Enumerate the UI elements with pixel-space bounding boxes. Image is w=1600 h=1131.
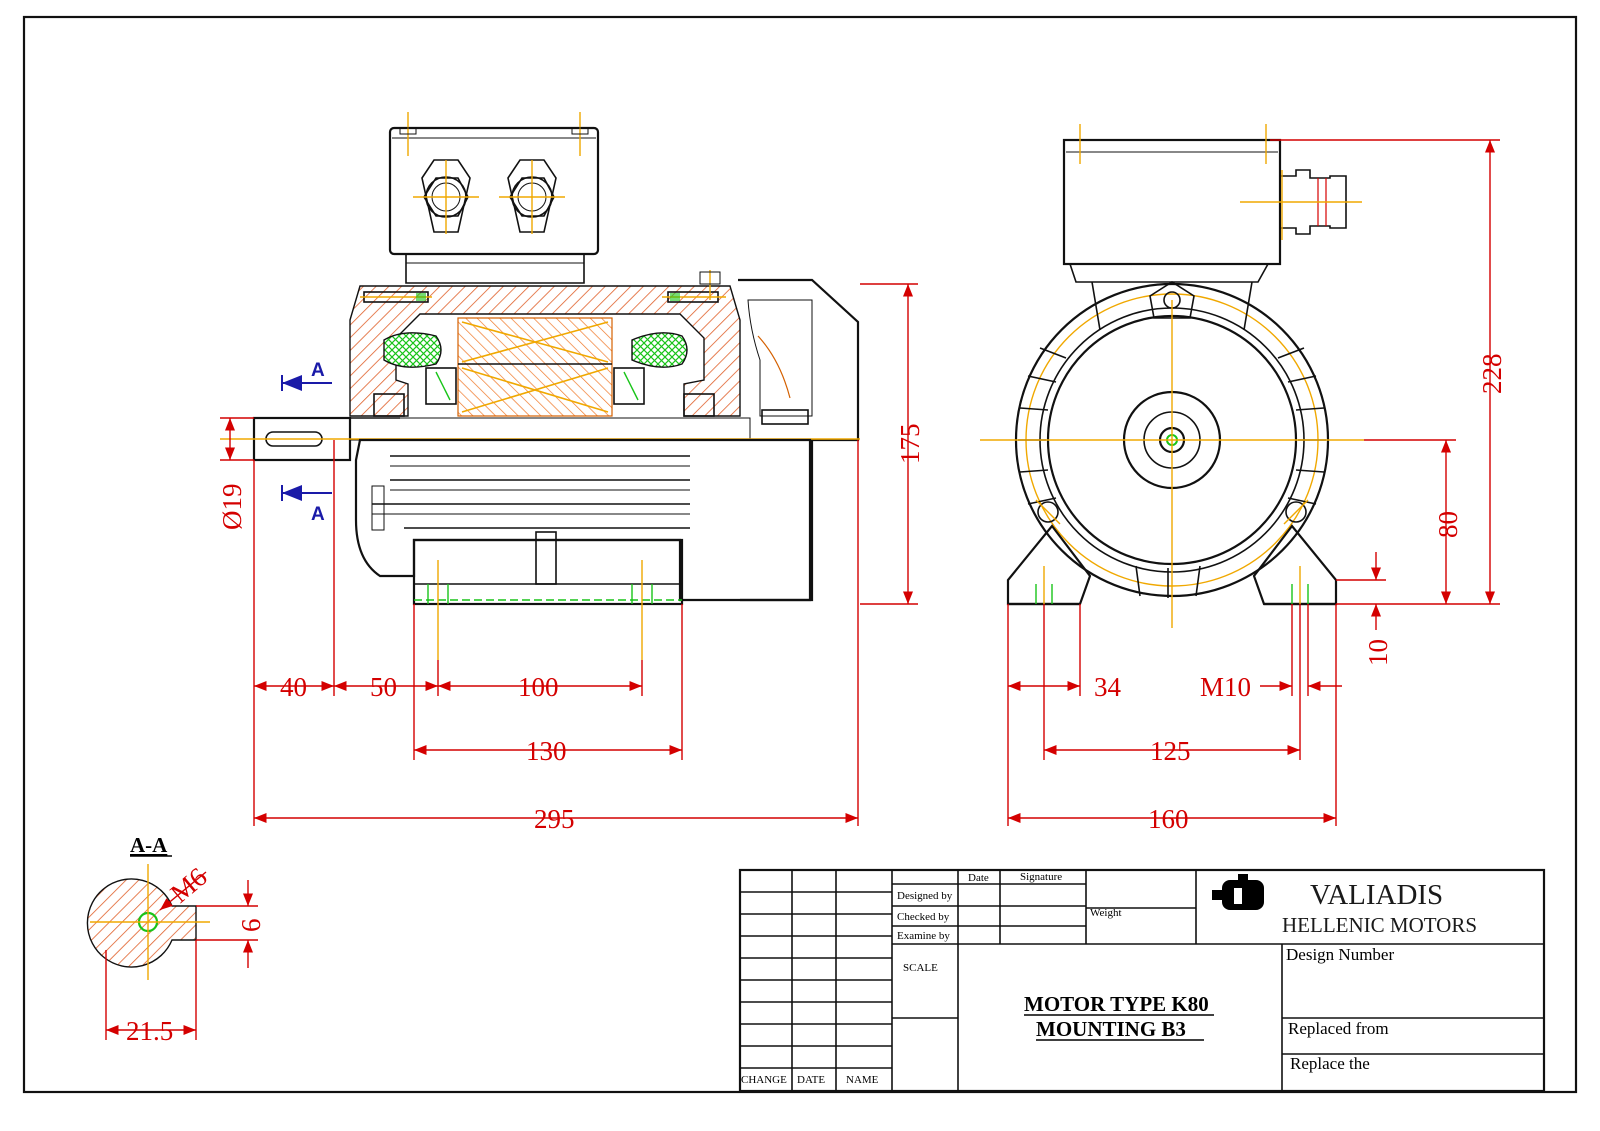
dim-m10: M10 [1200, 672, 1251, 702]
company-logo [1212, 874, 1264, 910]
section-marker-top: A [281, 360, 332, 391]
dim-side-height: 175 [895, 424, 925, 465]
design-number-label: Design Number [1286, 945, 1394, 964]
cable-gland-left [413, 159, 479, 234]
label-change: CHANGE [741, 1074, 787, 1086]
side-dimensions: Ø19 175 40 50 100 130 [217, 283, 925, 834]
side-view: A A Ø19 175 [217, 112, 925, 834]
bearing-right [683, 393, 715, 417]
examine-by: Examine by [897, 930, 950, 942]
dim-50: 50 [370, 672, 397, 702]
dim-key-width: 6 [236, 919, 266, 933]
col-date: Date [968, 872, 989, 884]
checked-by: Checked by [897, 911, 950, 923]
dim-125: 125 [1150, 736, 1191, 766]
cable-gland-right [499, 159, 565, 234]
front-view: 228 80 10 34 M10 [980, 124, 1507, 834]
company-subtitle: HELLENIC MOTORS [1282, 913, 1477, 937]
dim-21-5: 21.5 [126, 1016, 173, 1046]
section-marker-bottom: A [281, 485, 332, 525]
terminal-box [388, 126, 600, 256]
title-block: CHANGE DATE NAME Date Signature Designed… [738, 868, 1546, 1093]
bearing-left [373, 393, 405, 417]
section-title: A-A [130, 833, 168, 857]
drawing-title-line2: MOUNTING B3 [1036, 1017, 1186, 1041]
dim-160: 160 [1148, 804, 1189, 834]
col-signature: Signature [1020, 871, 1062, 883]
stator-core [457, 317, 613, 417]
scale-label: SCALE [903, 962, 938, 974]
section-letter: A [311, 504, 325, 525]
drawing-title-line1: MOTOR TYPE K80 [1024, 992, 1209, 1016]
end-winding-right [631, 332, 688, 368]
front-dimensions: 228 80 10 34 M10 [1007, 139, 1507, 834]
dim-shaft-diameter: Ø19 [217, 484, 247, 531]
label-name: NAME [846, 1074, 879, 1086]
motor-frame [354, 438, 812, 602]
dim-100: 100 [518, 672, 559, 702]
dim-40: 40 [280, 672, 307, 702]
replace-the-label: Replace the [1290, 1054, 1370, 1073]
dim-m6: M6 [165, 862, 213, 909]
replaced-from-label: Replaced from [1288, 1019, 1389, 1038]
dim-130: 130 [526, 736, 567, 766]
dim-shaft-height: 80 [1433, 511, 1463, 538]
company-name: VALIADIS [1310, 879, 1443, 911]
designed-by: Designed by [897, 890, 953, 902]
section-a-a: A-A M6 6 21.5 [86, 833, 266, 1046]
dim-295: 295 [534, 804, 575, 834]
dim-foot-thickness: 10 [1363, 639, 1393, 666]
dim-34: 34 [1094, 672, 1122, 702]
foot-base [412, 538, 684, 606]
dim-front-height: 228 [1477, 354, 1507, 395]
label-date: DATE [797, 1074, 825, 1086]
end-winding-left [383, 332, 442, 368]
weight-label: Weight [1090, 907, 1122, 919]
section-letter: A [311, 360, 325, 381]
